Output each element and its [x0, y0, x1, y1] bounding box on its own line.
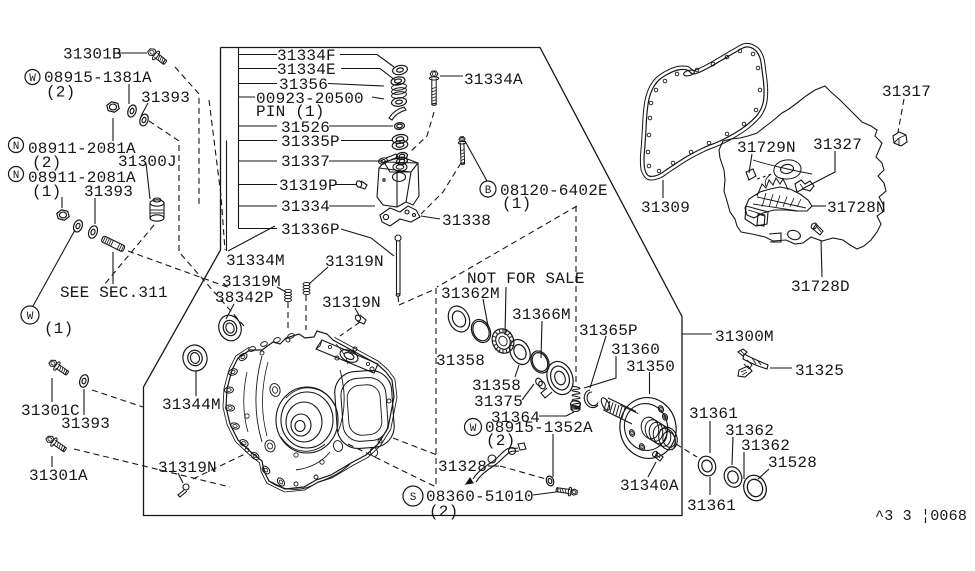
svg-text:31528: 31528 [768, 454, 817, 472]
svg-text:W: W [29, 73, 36, 85]
svg-text:31358: 31358 [436, 352, 485, 370]
svg-text:(1): (1) [502, 195, 531, 213]
svg-text:31334E: 31334E [277, 61, 336, 79]
svg-text:31728D: 31728D [791, 278, 850, 296]
svg-text:31328: 31328 [438, 458, 487, 476]
svg-text:(1): (1) [44, 320, 73, 338]
svg-text:31325: 31325 [795, 362, 844, 380]
svg-text:31362M: 31362M [441, 285, 500, 303]
svg-text:31526: 31526 [281, 119, 330, 137]
svg-text:31358: 31358 [472, 377, 521, 395]
svg-text:38342P: 38342P [215, 289, 274, 307]
svg-text:31364: 31364 [491, 409, 540, 427]
svg-text:31336P: 31336P [281, 221, 340, 239]
svg-text:31335P: 31335P [281, 133, 340, 151]
svg-text:08360-51010: 08360-51010 [426, 488, 534, 506]
svg-text:31309: 31309 [641, 199, 690, 217]
svg-text:31301C: 31301C [21, 402, 80, 420]
svg-text:31327: 31327 [813, 136, 862, 154]
svg-text:W: W [470, 423, 477, 435]
svg-text:31360: 31360 [611, 341, 660, 359]
svg-text:31365P: 31365P [579, 322, 638, 340]
svg-text:31334A: 31334A [464, 71, 523, 89]
svg-text:31362: 31362 [741, 437, 790, 455]
svg-text:(2): (2) [46, 84, 75, 102]
svg-text:31334M: 31334M [226, 252, 285, 270]
svg-text:(1): (1) [32, 183, 61, 201]
svg-text:31393: 31393 [84, 183, 133, 201]
svg-text:31361: 31361 [687, 497, 736, 515]
svg-text:31366M: 31366M [512, 306, 571, 324]
svg-text:08120-6402E: 08120-6402E [500, 182, 608, 200]
svg-text:31319N: 31319N [322, 294, 381, 312]
svg-text:31317: 31317 [882, 83, 931, 101]
svg-text:31319N: 31319N [325, 253, 384, 271]
svg-text:31375: 31375 [474, 393, 523, 411]
svg-text:31319N: 31319N [158, 459, 217, 477]
svg-text:31337: 31337 [281, 153, 330, 171]
svg-text:31334: 31334 [281, 198, 330, 216]
svg-text:31356: 31356 [279, 76, 328, 94]
svg-text:(2): (2) [486, 432, 515, 450]
svg-text:31334F: 31334F [277, 47, 336, 65]
svg-text:31301A: 31301A [29, 467, 88, 485]
svg-text:31300J: 31300J [118, 153, 177, 171]
svg-text:08915-1381A: 08915-1381A [44, 69, 152, 87]
svg-text:00923-20500: 00923-20500 [256, 90, 364, 108]
svg-text:31350: 31350 [626, 358, 675, 376]
svg-text:31393: 31393 [141, 89, 190, 107]
svg-text:W: W [27, 311, 34, 323]
svg-text:S: S [410, 492, 417, 504]
svg-text:31728N: 31728N [827, 199, 886, 217]
svg-text:31393: 31393 [61, 415, 110, 433]
svg-text:(2): (2) [32, 154, 61, 172]
svg-text:N: N [13, 141, 20, 153]
svg-text:31361: 31361 [689, 405, 738, 423]
svg-text:31340A: 31340A [620, 477, 679, 495]
svg-text:08911-2081A: 08911-2081A [28, 140, 136, 158]
svg-text:31362: 31362 [725, 422, 774, 440]
svg-text:B: B [485, 185, 492, 197]
svg-text:31338: 31338 [442, 212, 491, 230]
svg-text:31729N: 31729N [737, 139, 796, 157]
svg-text:SEE SEC.311: SEE SEC.311 [60, 284, 168, 302]
svg-text:PIN (1): PIN (1) [256, 103, 325, 121]
svg-text:31319M: 31319M [222, 273, 281, 291]
svg-text:08915-1352A: 08915-1352A [485, 419, 593, 437]
svg-text:31300M: 31300M [715, 328, 774, 346]
svg-text:31344M: 31344M [162, 396, 221, 414]
svg-text:(2): (2) [429, 503, 458, 521]
svg-text:08911-2081A: 08911-2081A [28, 169, 136, 187]
svg-text:N: N [13, 170, 20, 182]
svg-text:^3 3 ¦0068: ^3 3 ¦0068 [875, 508, 967, 525]
svg-text:31319P: 31319P [279, 177, 338, 195]
svg-text:NOT FOR SALE: NOT FOR SALE [467, 270, 585, 288]
svg-text:31301B: 31301B [63, 46, 122, 64]
